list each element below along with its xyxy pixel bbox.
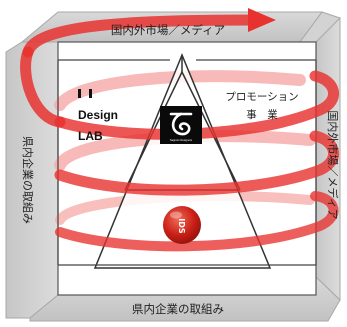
bracket-left-icon	[78, 89, 81, 98]
swirl-icon	[169, 112, 193, 136]
center-logo: Sapporo Designers	[160, 106, 202, 144]
promotion-label: プロモーション	[225, 91, 298, 103]
bracket-right-icon	[89, 89, 92, 98]
frame-top-label: 国内外市場／メディア	[111, 23, 225, 37]
business-label: 事 業	[246, 108, 278, 121]
arrow-head-icon	[248, 8, 276, 32]
ids-ball-logo: IDS	[163, 206, 201, 244]
frame-bottom-label: 県内企業の取組み	[132, 302, 224, 316]
logo-line1: Design	[78, 108, 118, 122]
logo-line2: LAB	[78, 129, 103, 143]
design-lab-logo: Design LAB	[78, 89, 118, 143]
frame-right-label: 国内外市場／メディア	[326, 110, 340, 219]
frame-left-label: 県内企業の取組み	[21, 136, 35, 224]
ids-ball-mark: IDS	[177, 218, 186, 234]
red-spiral-front	[20, 14, 340, 252]
center-logo-caption: Sapporo Designers	[170, 138, 193, 142]
